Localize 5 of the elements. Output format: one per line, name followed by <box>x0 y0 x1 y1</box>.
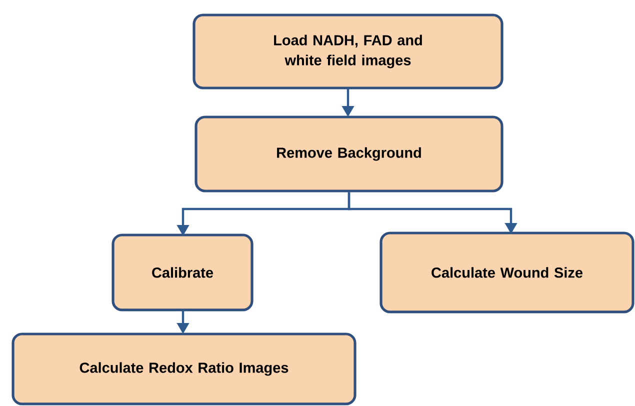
process-box: Calculate Wound Size <box>380 232 634 314</box>
process-box: Calculate Redox Ratio Images <box>12 332 356 406</box>
process-box: Load NADH, FAD and white field images <box>192 14 504 90</box>
process-box: Remove Background <box>194 116 504 192</box>
process-box: Calibrate <box>112 234 254 312</box>
